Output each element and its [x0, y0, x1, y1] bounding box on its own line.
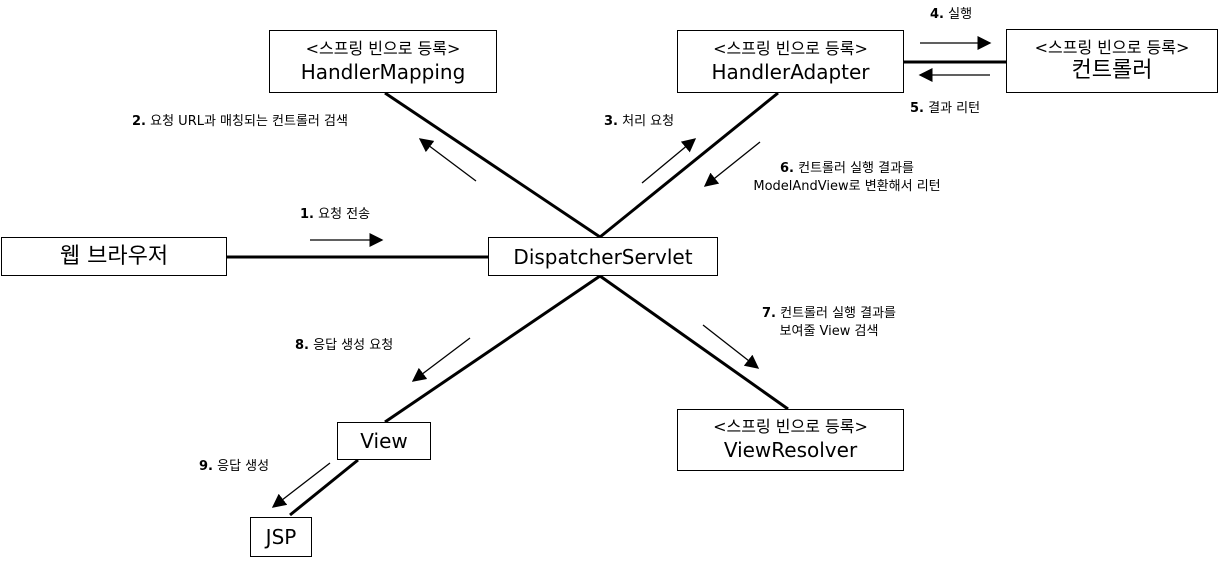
step-4-label: 4. 실행: [930, 7, 973, 22]
connector-view-jsp: [289, 458, 359, 517]
step-5-label: 5. 결과 리턴: [910, 101, 981, 116]
connector-dispatcher-handlermapping: [384, 91, 601, 239]
arrow-step-3: [641, 138, 697, 184]
controller-stereotype: <스프링 빈으로 등록>: [1034, 38, 1190, 57]
handler-mapping-name: HandlerMapping: [300, 59, 466, 84]
step-1-label: 1. 요청 전송: [300, 207, 371, 222]
view-name: View: [360, 429, 408, 453]
controller-name: 컨트롤러: [1071, 58, 1153, 83]
step-3-label: 3. 처리 요청: [604, 114, 675, 129]
arrow-step-8: [411, 337, 471, 382]
connector-dispatcher-viewresolver: [599, 274, 789, 411]
jsp-box: JSP: [250, 517, 312, 557]
step-8-label: 8. 응답 생성 요청: [295, 338, 394, 353]
handler-adapter-name: HandlerAdapter: [711, 59, 870, 84]
dispatcher-servlet-box: DispatcherServlet: [488, 237, 718, 276]
step-9-label: 9. 응답 생성: [199, 459, 270, 474]
web-browser-name: 웹 브라우저: [59, 243, 169, 269]
connector-dispatcher-handleradapter: [599, 91, 779, 239]
view-resolver-stereotype: <스프링 빈으로 등록>: [713, 417, 868, 436]
handler-adapter-box: <스프링 빈으로 등록> HandlerAdapter: [677, 30, 904, 93]
step-6-label: 6. 컨트롤러 실행 결과를 ModelAndView로 변환해서 리턴: [753, 161, 941, 194]
view-box: View: [337, 422, 431, 460]
step-arrows: [271, 36, 992, 508]
arrow-step-7: [702, 324, 760, 369]
arrow-step-9: [271, 462, 331, 508]
web-browser-box: 웹 브라우저: [1, 237, 227, 276]
handler-mapping-box: <스프링 빈으로 등록> HandlerMapping: [269, 30, 497, 93]
step-7-label: 7. 컨트롤러 실행 결과를 보여줄 View 검색: [761, 306, 897, 339]
arrow-step-2: [418, 138, 477, 182]
controller-box: <스프링 빈으로 등록> 컨트롤러: [1006, 29, 1218, 93]
handler-mapping-stereotype: <스프링 빈으로 등록>: [305, 38, 461, 58]
connectors: [227, 60, 1006, 517]
jsp-name: JSP: [265, 525, 297, 549]
arrow-step-6: [703, 141, 761, 187]
view-resolver-name: ViewResolver: [723, 438, 858, 462]
dispatcher-servlet-name: DispatcherServlet: [513, 244, 693, 269]
view-resolver-box: <스프링 빈으로 등록> ViewResolver: [677, 409, 904, 471]
connector-dispatcher-view: [384, 274, 601, 424]
handler-adapter-stereotype: <스프링 빈으로 등록>: [713, 38, 868, 58]
step-2-label: 2. 요청 URL과 매칭되는 컨트롤러 검색: [132, 114, 348, 129]
